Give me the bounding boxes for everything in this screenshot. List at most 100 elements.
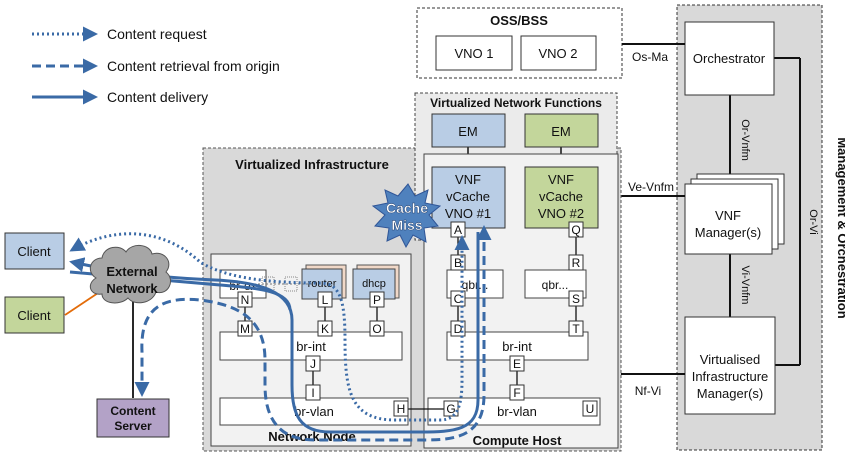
or-vnfm-label: Or-Vnfm [739, 119, 751, 161]
vnf1-line2: vCache [446, 189, 490, 204]
svg-text:G: G [446, 402, 455, 416]
port-J: J [305, 355, 321, 372]
svg-text:K: K [321, 322, 329, 336]
port-Q: Q [568, 221, 584, 238]
port-T: T [568, 320, 584, 337]
legend-retrieval-label: Content retrieval from origin [107, 58, 280, 74]
content-server-box [96, 398, 170, 438]
vnf2-line3: VNO #2 [538, 206, 584, 221]
compute-host-title: Compute Host [473, 433, 563, 448]
em2-label: EM [551, 124, 571, 139]
vim-line3: Manager(s) [697, 386, 763, 401]
vnf2-line2: vCache [539, 189, 583, 204]
port-H: H [393, 400, 409, 417]
vim-line2: Infrastructure [692, 369, 769, 384]
content-request-path [69, 232, 470, 422]
vno1-label: VNO 1 [454, 46, 493, 61]
port-F: F [509, 384, 525, 401]
vim-line1: Virtualised [700, 352, 760, 367]
vnf-section-title: Virtualized Network Functions [430, 96, 602, 110]
legend: Content request Content retrieval from o… [32, 26, 280, 105]
svg-text:J: J [310, 357, 316, 371]
orchestrator-box [684, 21, 775, 96]
port-D: D [450, 320, 466, 337]
svg-text:H: H [397, 402, 406, 416]
port-R: R [568, 254, 584, 271]
oss-bss-block: OSS/BSS VNO 1 VNO 2 [416, 7, 623, 79]
client1-box [4, 232, 65, 270]
external-network-line1: External [106, 264, 157, 279]
ch-br-int-label: br-int [502, 339, 532, 354]
em1-box [431, 113, 506, 148]
nf-vi-label: Nf-Vi [635, 384, 661, 398]
endpoints: Client Client Content Server [4, 232, 170, 438]
svg-text:N: N [241, 293, 250, 307]
or-vi-label: Or-Vi [807, 209, 819, 234]
port-E: E [509, 355, 525, 372]
vnf1-line1: VNF [455, 172, 481, 187]
vno2-label: VNO 2 [538, 46, 577, 61]
vno1-box [435, 35, 513, 71]
port-N: N [237, 291, 253, 308]
svg-text:S: S [572, 292, 580, 306]
content-retrieval-path [134, 225, 492, 442]
svg-text:Q: Q [571, 223, 580, 237]
client2-label: Client [17, 308, 51, 323]
port-U: U [582, 400, 598, 417]
vim-box [684, 316, 776, 415]
cache-miss-line2: Miss [391, 217, 422, 233]
dhcp-label: dhcp [362, 278, 386, 290]
svg-text:A: A [454, 223, 462, 237]
em2-box [524, 113, 599, 148]
port-C: C [450, 290, 466, 307]
nn-br-int-label: br-int [296, 339, 326, 354]
reference-points: Os-Ma Ve-Vnfm Nf-Vi [618, 43, 685, 398]
vi-vnfm-label: Vi-Vnfm [739, 266, 751, 305]
ch-br-vlan-label: br-vlan [497, 404, 537, 419]
svg-text:M: M [240, 322, 250, 336]
svg-text:F: F [513, 386, 520, 400]
port-A: A [450, 221, 466, 238]
port-S: S [568, 290, 584, 307]
svg-text:P: P [373, 293, 381, 307]
external-network-cloud: External Network [64, 245, 171, 398]
port-K: K [317, 320, 333, 337]
vnf1-line3: VNO #1 [445, 206, 491, 221]
svg-text:C: C [454, 292, 463, 306]
port-I: I [305, 384, 321, 401]
svg-text:L: L [322, 293, 329, 307]
mano-title: Management & Orchestration [835, 137, 845, 318]
vnf-manager-line2: Manager(s) [695, 225, 761, 240]
vnf2-box [524, 166, 599, 229]
svg-text:D: D [454, 322, 463, 336]
svg-text:U: U [586, 402, 595, 416]
legend-request-label: Content request [107, 26, 207, 42]
oss-bss-title: OSS/BSS [490, 13, 548, 28]
cache-miss-starburst: Cache Miss [371, 183, 442, 249]
client2-box [4, 296, 65, 334]
content-server-line1: Content [110, 404, 155, 418]
vnf-manager-line1: VNF [715, 208, 741, 223]
svg-text:B: B [454, 256, 462, 270]
svg-text:O: O [372, 322, 381, 336]
svg-text:I: I [311, 386, 314, 400]
os-ma-label: Os-Ma [632, 50, 668, 64]
em1-label: EM [458, 124, 478, 139]
nn-br-vlan-box [219, 397, 409, 426]
cache-miss-line1: Cache [386, 200, 428, 216]
external-network-line2: Network [106, 281, 158, 296]
port-O: O [369, 320, 385, 337]
qbr2-label: qbr... [542, 278, 569, 292]
vnf2-line1: VNF [548, 172, 574, 187]
svg-text:E: E [513, 357, 521, 371]
port-L: L [317, 291, 333, 308]
port-P: P [369, 291, 385, 308]
port-G: G [443, 400, 459, 417]
client1-label: Client [17, 244, 51, 259]
content-server-line2: Server [114, 419, 152, 433]
ve-vnfm-label: Ve-Vnfm [628, 180, 674, 194]
orchestrator-label: Orchestrator [693, 51, 766, 66]
infra-title: Virtualized Infrastructure [235, 157, 389, 172]
svg-text:R: R [572, 256, 581, 270]
